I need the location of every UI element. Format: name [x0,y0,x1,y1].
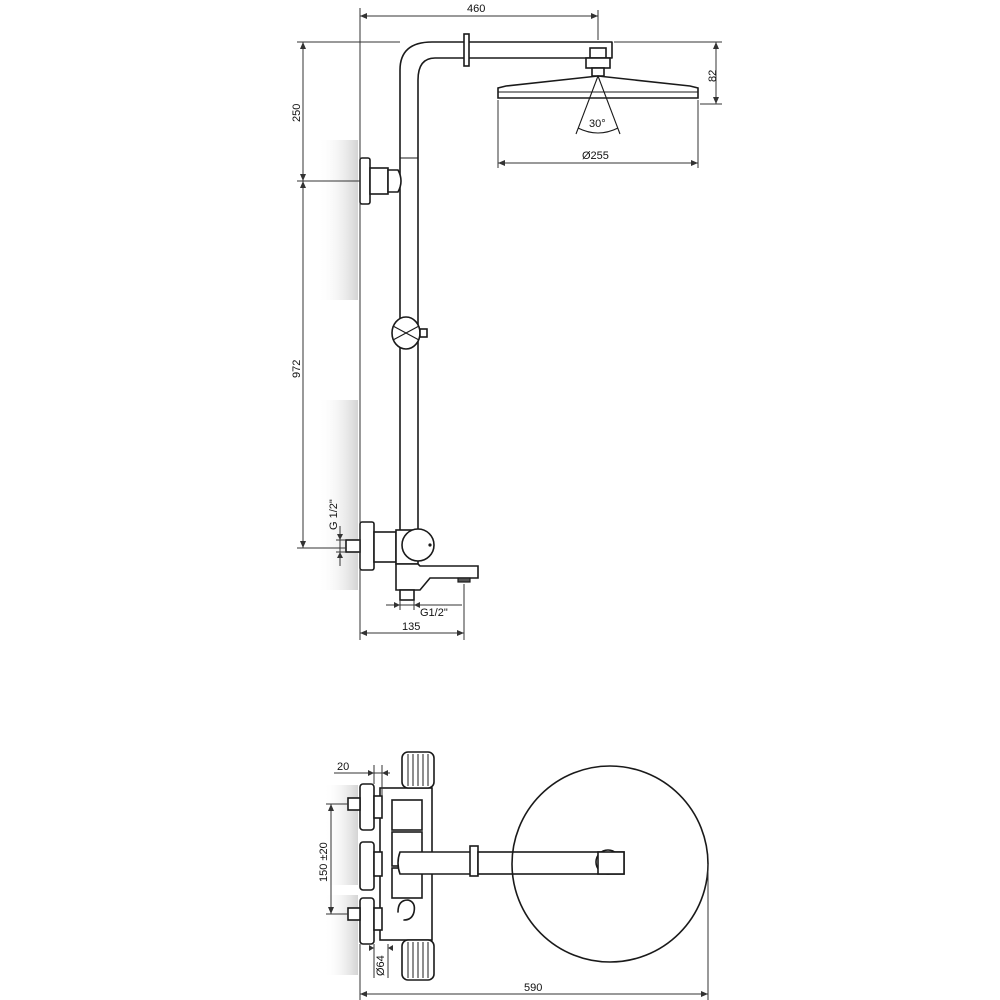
dim-vertical-heights: 250 972 [291,41,400,549]
dim-head-diameter: Ø255 [497,100,699,168]
hand-shower-slider [391,316,428,350]
thermostatic-mixer [345,521,479,601]
riser-pipe [399,41,613,531]
dim-flange-diameter: Ø64 [369,944,393,978]
wall-shadow-lower [318,400,358,590]
wall-connectors-plan [347,783,383,945]
shower-arm-plan [397,845,625,877]
dim-inlet-spacing: 150 ±20 [318,803,348,915]
svg-text:250: 250 [291,104,303,122]
spray-angle-label: 30° [589,118,606,130]
dim-spout-projection: 135 [360,584,465,640]
svg-text:Ø255: Ø255 [582,150,609,162]
svg-text:135: 135 [402,621,420,633]
svg-text:460: 460 [467,3,485,15]
svg-text:20: 20 [337,761,349,773]
svg-text:82: 82 [707,70,719,82]
shower-head: 30° [497,47,699,135]
dim-spout-thread: G1/2" [386,600,462,619]
dim-arm-length: 460 [359,3,599,640]
svg-text:G 1/2": G 1/2" [328,499,340,530]
svg-text:Ø64: Ø64 [375,955,387,976]
dim-head-height: 82 [614,41,722,105]
wall-shadow-upper [318,140,358,300]
dim-eccentric-offset: 20 [334,761,390,796]
dim-inlet-thread: G 1/2" [328,499,346,566]
upper-wall-bracket [359,157,402,205]
plan-view: 20 150 ±20 Ø64 590 [318,751,709,1000]
svg-text:150 ±20: 150 ±20 [318,842,330,882]
svg-text:972: 972 [291,360,303,378]
svg-text:G1/2": G1/2" [420,607,448,619]
svg-text:590: 590 [524,982,542,994]
dim-total-depth: 590 [359,864,709,1000]
side-elevation-view: 30° 460 [291,3,722,640]
